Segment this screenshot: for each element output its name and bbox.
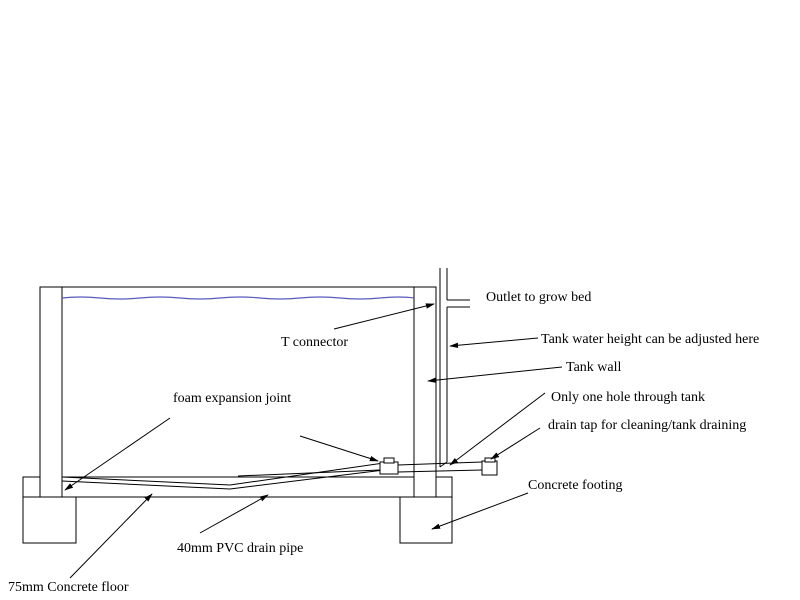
water-height-leader bbox=[449, 337, 539, 348]
label-drain-tap: drain tap for cleaning/tank draining bbox=[548, 418, 746, 433]
t-connector-cap bbox=[383, 457, 395, 464]
right-concrete-footing bbox=[399, 496, 453, 544]
label-floor: 75mm Concrete floor bbox=[8, 580, 129, 595]
label-outlet: Outlet to grow bed bbox=[486, 290, 591, 305]
label-tank-wall: Tank wall bbox=[566, 360, 622, 375]
pvc-leader bbox=[199, 494, 269, 534]
drain-pipe-top-line bbox=[61, 462, 385, 486]
outlet-pipe-lower bbox=[397, 469, 483, 473]
t-connector bbox=[379, 461, 399, 475]
concrete-floor bbox=[22, 476, 453, 498]
label-one-hole: Only one hole through tank bbox=[551, 390, 705, 405]
tank-right-wall bbox=[413, 286, 437, 498]
label-t-connector: T connector bbox=[281, 335, 348, 350]
tank-left-wall bbox=[39, 286, 63, 498]
tank-wall-leader bbox=[427, 366, 563, 383]
drain-tap bbox=[481, 460, 498, 476]
floor-leader bbox=[69, 493, 153, 579]
drain-pipe-inner-line bbox=[237, 469, 381, 477]
left-concrete-footing bbox=[22, 496, 77, 544]
label-footing: Concrete footing bbox=[528, 478, 622, 493]
label-foam: foam expansion joint bbox=[173, 391, 291, 406]
outlet-pipe-upper bbox=[397, 461, 483, 466]
drain-pipe-bottom-line bbox=[61, 469, 385, 490]
drain-tap-handle bbox=[484, 457, 496, 463]
footing-leader bbox=[431, 492, 529, 530]
foam-joint-leader bbox=[64, 417, 171, 491]
water-surface bbox=[61, 296, 415, 300]
drain-tap-leader bbox=[490, 427, 541, 460]
t-connector-inner-leader bbox=[299, 435, 379, 462]
label-pvc: 40mm PVC drain pipe bbox=[177, 541, 303, 556]
one-hole-leader bbox=[449, 392, 546, 466]
standpipe-join bbox=[439, 461, 448, 468]
label-water-height: Tank water height can be adjusted here bbox=[541, 332, 759, 347]
t-connector-leader bbox=[333, 303, 435, 330]
